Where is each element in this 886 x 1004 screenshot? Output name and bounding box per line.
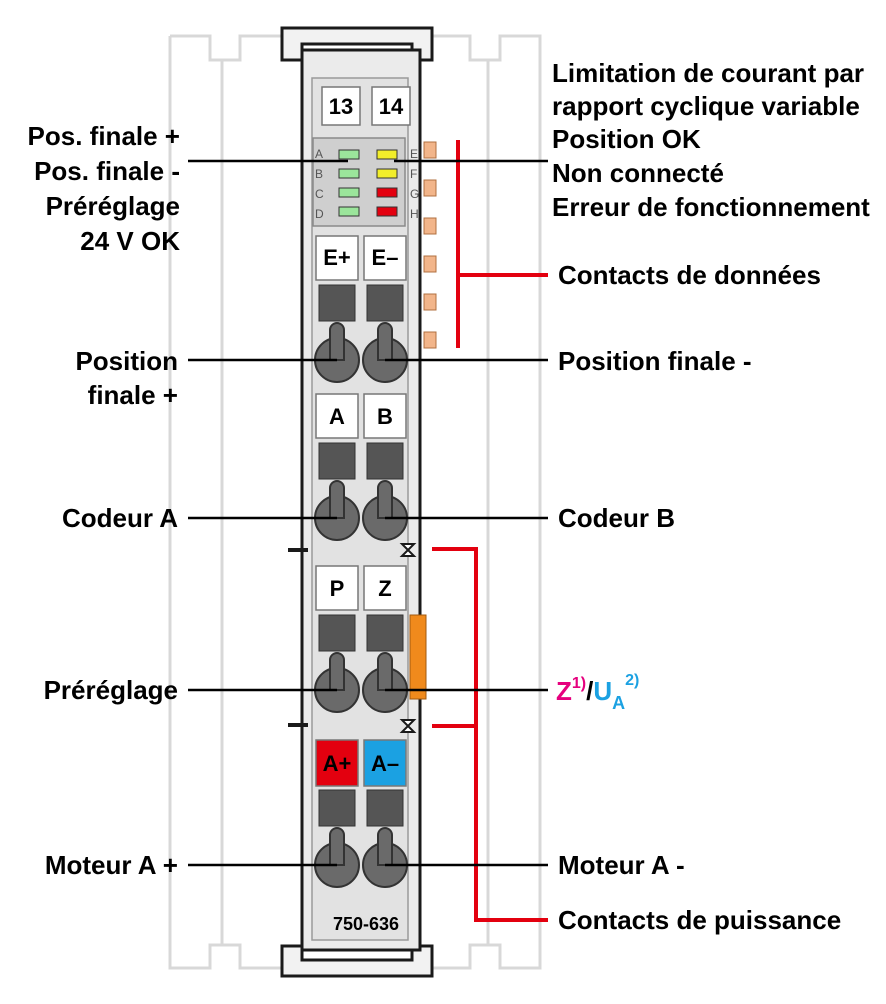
svg-text:Préréglage: Préréglage bbox=[46, 191, 180, 221]
right-led-status-labels: Limitation de courant par rapport cycliq… bbox=[552, 58, 870, 222]
power-contact-marker-bottom bbox=[288, 719, 417, 733]
svg-text:Limitation de courant par: Limitation de courant par bbox=[552, 58, 864, 88]
svg-text:Pos. finale +: Pos. finale + bbox=[28, 121, 180, 151]
orange-power-jumper bbox=[409, 614, 427, 700]
din-rail-outline bbox=[168, 34, 542, 970]
svg-text:Erreur de fonctionnement: Erreur de fonctionnement bbox=[552, 192, 870, 222]
svg-text:F: F bbox=[410, 167, 417, 181]
leader-lines bbox=[188, 159, 548, 867]
svg-text:H: H bbox=[410, 207, 419, 221]
led-h-red bbox=[376, 206, 398, 217]
svg-text:24 V OK: 24 V OK bbox=[80, 226, 180, 256]
svg-text:P: P bbox=[330, 576, 345, 601]
svg-text:A: A bbox=[329, 404, 345, 429]
terminal-group-motor: A+ A– bbox=[315, 739, 407, 827]
terminal-group-pz: P Z bbox=[315, 565, 427, 700]
led-panel: A B C D E F G H bbox=[312, 137, 419, 227]
label-codeur-b: Codeur B bbox=[558, 503, 675, 533]
svg-text:Pos. finale -: Pos. finale - bbox=[34, 156, 180, 186]
svg-text:Non connecté: Non connecté bbox=[552, 158, 724, 188]
label-contacts-puissance: Contacts de puissance bbox=[558, 905, 841, 935]
svg-text:B: B bbox=[377, 404, 393, 429]
label-position-finale-minus: Position finale - bbox=[558, 346, 752, 376]
svg-text:Z: Z bbox=[378, 576, 391, 601]
label-moteur-a-plus: Moteur A + bbox=[45, 850, 178, 880]
label-prereglage: Préréglage bbox=[44, 675, 178, 705]
left-led-status-labels: Pos. finale + Pos. finale - Préréglage 2… bbox=[28, 121, 181, 256]
label-position-finale-plus-2: finale + bbox=[88, 380, 178, 410]
led-e-yellow bbox=[376, 149, 398, 160]
label-contacts-donnees: Contacts de données bbox=[558, 260, 821, 290]
power-contacts-bracket bbox=[432, 547, 548, 922]
svg-text:B: B bbox=[315, 167, 323, 181]
svg-text:Position OK: Position OK bbox=[552, 124, 701, 154]
svg-text:E: E bbox=[410, 147, 418, 161]
svg-text:G: G bbox=[410, 187, 419, 201]
led-g-red bbox=[376, 187, 398, 198]
led-c-green bbox=[338, 187, 360, 198]
svg-text:E+: E+ bbox=[323, 245, 351, 270]
led-d-green bbox=[338, 206, 360, 217]
data-contacts bbox=[423, 141, 437, 349]
top-terminal-14: 14 bbox=[371, 86, 411, 126]
svg-text:A: A bbox=[315, 147, 323, 161]
svg-text:A+: A+ bbox=[323, 751, 352, 776]
power-contact-marker-top bbox=[288, 543, 417, 557]
svg-text:C: C bbox=[315, 187, 324, 201]
svg-text:13: 13 bbox=[329, 94, 353, 119]
label-z-ua: Z1)/UA2) bbox=[556, 672, 639, 713]
svg-text:D: D bbox=[315, 207, 324, 221]
terminal-group-ab: A B bbox=[315, 393, 407, 480]
top-terminal-13: 13 bbox=[321, 86, 361, 126]
svg-text:14: 14 bbox=[379, 94, 404, 119]
svg-text:E–: E– bbox=[372, 245, 399, 270]
label-moteur-a-minus: Moteur A - bbox=[558, 850, 685, 880]
led-f-yellow bbox=[376, 168, 398, 179]
label-position-finale-plus-1: Position bbox=[75, 346, 178, 376]
label-codeur-a: Codeur A bbox=[62, 503, 178, 533]
terminal-group-e: E+ E– bbox=[315, 235, 407, 322]
led-a-green bbox=[338, 149, 360, 160]
led-b-green bbox=[338, 168, 360, 179]
svg-text:rapport cyclique variable: rapport cyclique variable bbox=[552, 91, 860, 121]
data-contacts-bracket bbox=[456, 140, 548, 348]
model-number: 750-636 bbox=[333, 914, 399, 934]
svg-text:A–: A– bbox=[371, 751, 399, 776]
